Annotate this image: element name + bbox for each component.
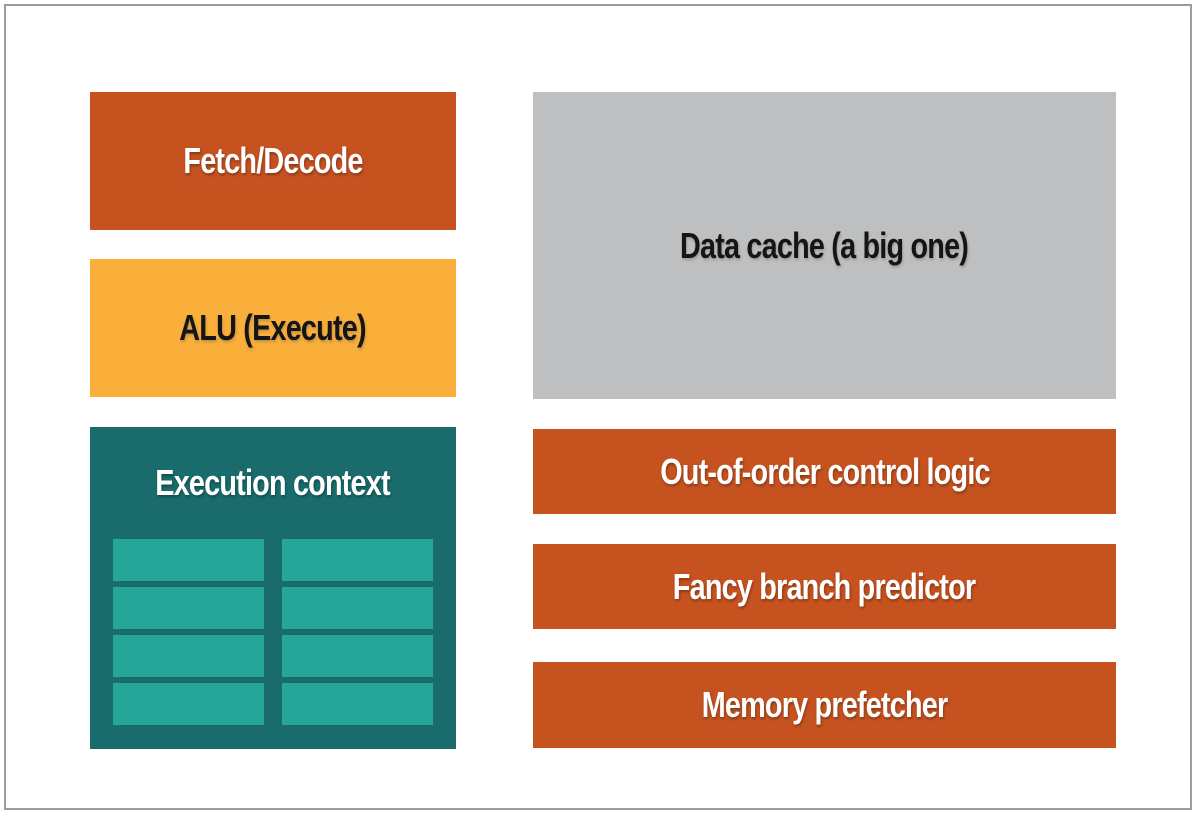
out-of-order-control-block: Out-of-order control logic xyxy=(533,429,1116,514)
execution-context-title: Execution context xyxy=(90,465,456,501)
memory-prefetcher-label: Memory prefetcher xyxy=(701,684,948,725)
register-slot xyxy=(113,683,264,725)
fetch-decode-label: Fetch/Decode xyxy=(183,140,363,181)
execution-context-label: Execution context xyxy=(155,462,391,503)
fetch-decode-block: Fetch/Decode xyxy=(90,92,456,230)
data-cache-label: Data cache (a big one) xyxy=(680,224,969,266)
register-slot xyxy=(282,539,433,581)
execution-context-block: Execution context xyxy=(90,427,456,749)
register-slot xyxy=(282,587,433,629)
alu-label: ALU (Execute) xyxy=(179,307,367,348)
register-slot xyxy=(113,635,264,677)
out-of-order-control-label: Out-of-order control logic xyxy=(659,450,990,492)
memory-prefetcher-block: Memory prefetcher xyxy=(533,662,1116,748)
register-slot xyxy=(282,635,433,677)
register-slot xyxy=(113,539,264,581)
data-cache-block: Data cache (a big one) xyxy=(533,92,1116,399)
execution-context-slots xyxy=(113,539,433,725)
register-slot xyxy=(282,683,433,725)
branch-predictor-label: Fancy branch predictor xyxy=(673,565,976,607)
diagram-frame: Fetch/Decode ALU (Execute) Execution con… xyxy=(4,4,1192,810)
branch-predictor-block: Fancy branch predictor xyxy=(533,544,1116,629)
alu-block: ALU (Execute) xyxy=(90,259,456,397)
register-slot xyxy=(113,587,264,629)
